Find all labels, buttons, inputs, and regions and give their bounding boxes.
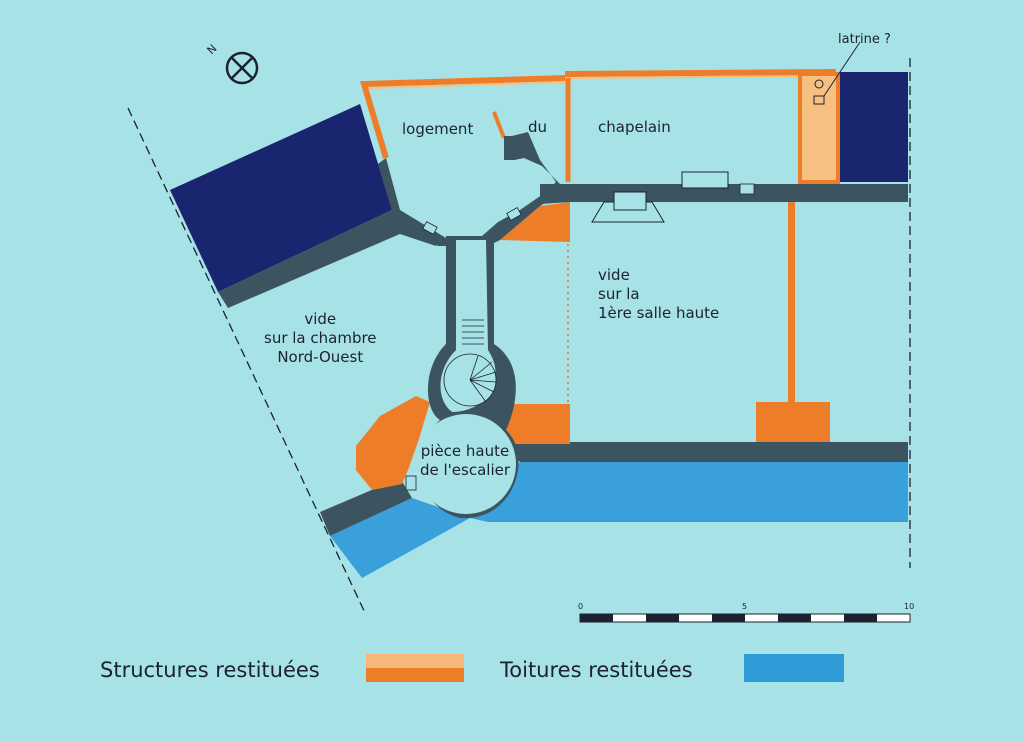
wall-southwest (320, 478, 412, 536)
wall-south (500, 442, 908, 462)
pier-top (504, 136, 516, 160)
stair-room (416, 414, 516, 514)
orange-wall-vertical (788, 202, 795, 442)
legend-toitures-swatch (744, 654, 844, 682)
stair-jamb-east (482, 132, 560, 246)
wall-northwest (218, 210, 440, 308)
legend-structures-label: Structures restituées (100, 658, 320, 682)
windows (405, 183, 755, 491)
scale-tick-0: 0 (578, 602, 584, 611)
legend-toitures-label: Toitures restituées (500, 658, 693, 682)
orange-wall-north (360, 69, 837, 159)
scale-tick-5: 5 (742, 602, 748, 611)
label-du: du (528, 118, 548, 136)
compass-icon (225, 51, 259, 85)
legend-structures-swatch (366, 654, 464, 682)
latrine-box (798, 72, 840, 184)
orange-partition-du (492, 111, 506, 139)
scale-tick-10: 10 (904, 602, 915, 611)
latrine-hole (813, 95, 825, 105)
wall-lodging-west (378, 158, 446, 246)
dark-block-northwest (170, 104, 392, 292)
roof-southwest (330, 498, 470, 578)
scale-bar (579, 613, 911, 623)
latrine-leader (823, 41, 861, 97)
dark-block-northeast (838, 72, 908, 182)
label-vide-salle: vide sur la 1ère salle haute (598, 266, 720, 322)
label-chapelain: chapelain (598, 118, 671, 136)
orange-block-left (356, 396, 430, 490)
dashed-limit-left (127, 107, 367, 616)
fireplace-hearth (681, 171, 729, 189)
fireplace-box (613, 191, 647, 211)
label-piece-haute: pièce haute de l'escalier (420, 442, 511, 479)
orange-block-mid-top (500, 202, 570, 242)
label-vide-chambre: vide sur la chambre Nord-Ouest (264, 310, 377, 366)
latrine-seat (814, 79, 824, 89)
stair-steps (462, 319, 497, 403)
roof-south (470, 462, 908, 522)
orange-block-mid-bottom (504, 404, 570, 444)
label-latrine: latrine ? (838, 32, 891, 47)
label-logement: logement (402, 120, 474, 138)
